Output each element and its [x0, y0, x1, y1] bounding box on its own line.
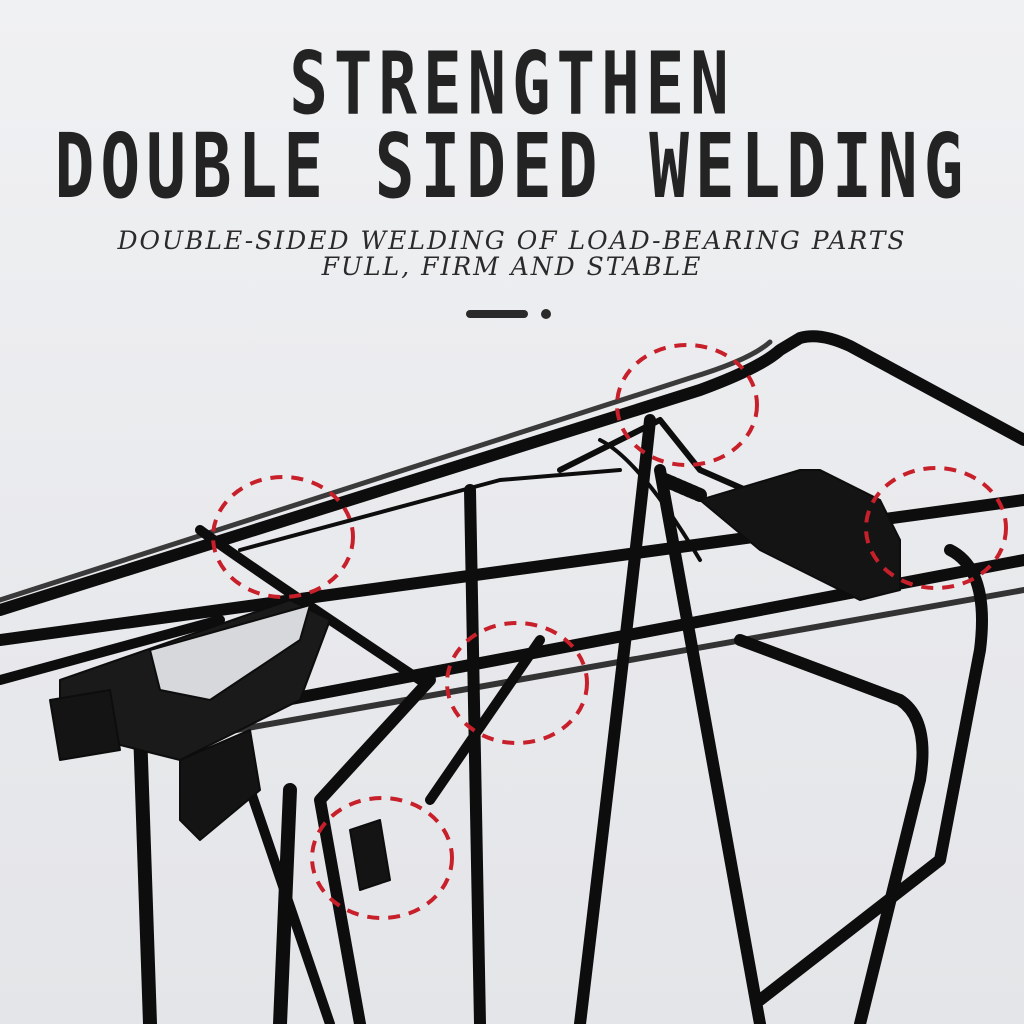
subtitle-line-2: FULL, FIRM AND STABLE [321, 252, 703, 281]
weld-highlights [211, 343, 1008, 920]
bike-rack [0, 330, 1024, 1024]
weld-point-left-rail [211, 475, 355, 599]
weld-point-lower-strut [310, 796, 454, 920]
weld-point-right-rail [864, 466, 1008, 590]
divider-dot [541, 309, 551, 319]
divider-bar [466, 310, 528, 318]
weld-point-center-joint [445, 621, 589, 745]
headline-strengthen: STRENGTHEN [289, 35, 735, 135]
subtitle-line-1: DOUBLE-SIDED WELDING OF LOAD-BEARING PAR… [117, 226, 907, 255]
weld-point-rear-rail [615, 343, 759, 467]
headline-double-sided-welding: DOUBLE SIDED WELDING [54, 114, 970, 219]
